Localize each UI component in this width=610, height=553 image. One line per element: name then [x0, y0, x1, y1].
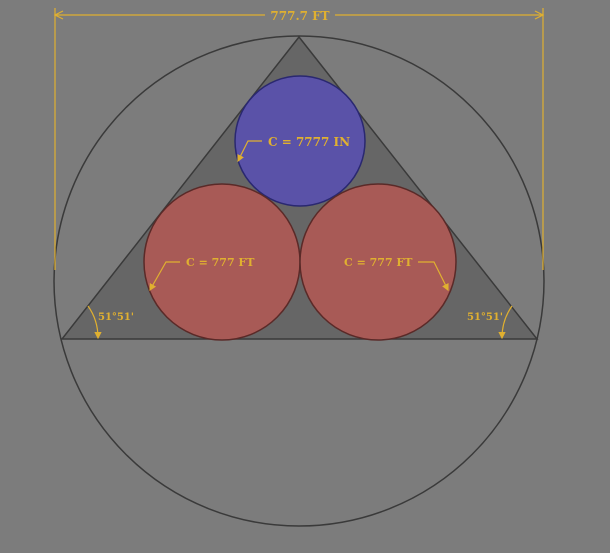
right-red-circle-leader [418, 261, 449, 292]
left-angle-label: 51°51' [98, 312, 134, 323]
dimension-arrow-right [534, 10, 545, 20]
dimension-arrow-left [53, 10, 64, 20]
right-red-circle-label: C = 777 FT [344, 256, 413, 269]
width-dimension-label: 777.7 FT [270, 9, 329, 23]
red-circle-right [299, 183, 457, 341]
blue-circle [234, 75, 366, 207]
blue-circle-label: C = 7777 IN [268, 135, 350, 149]
right-angle-label: 51°51' [467, 312, 503, 323]
blue-circle-leader [237, 140, 262, 163]
left-red-circle-leader [149, 261, 180, 292]
right-angle-arc [498, 305, 513, 340]
left-angle-arc [87, 305, 102, 340]
left-red-circle-label: C = 777 FT [186, 256, 255, 269]
width-dimension [53, 8, 545, 270]
